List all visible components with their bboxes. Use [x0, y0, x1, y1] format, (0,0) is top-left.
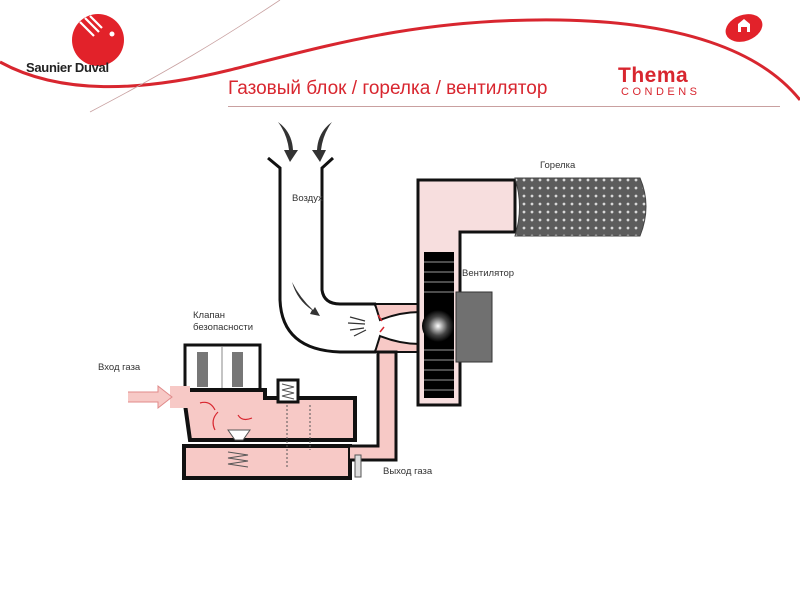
title-divider [228, 106, 780, 107]
label-gas-inlet: Вход газа [98, 362, 141, 373]
fan-motor [455, 291, 493, 363]
label-safety-valve-line1: Клапан [193, 310, 226, 321]
label-safety-valve-line2: безопасности [193, 322, 254, 333]
solenoid-coil [232, 352, 243, 387]
home-icon[interactable] [722, 9, 767, 46]
brand-name: Saunier Duval [26, 60, 109, 75]
gas-inlet-arrow [128, 384, 173, 410]
label-air: Воздух [292, 193, 323, 204]
label-fan: Вентилятор [462, 268, 515, 279]
valve-disc [227, 429, 251, 441]
venturi-mixer [373, 303, 421, 353]
product-logo-condens: CONDENS [621, 86, 701, 98]
burner-tube [514, 177, 647, 237]
product-logo-thema: Thema [618, 64, 689, 87]
air-flow-arrows [278, 122, 367, 337]
fan-impeller [422, 252, 454, 398]
gas-outlet-pipe [350, 350, 398, 462]
air-intake-duct [267, 156, 384, 354]
label-gas-outlet: Выход газа [383, 466, 433, 477]
gas-valve-block [170, 343, 357, 480]
label-burner: Горелка [540, 160, 576, 171]
page-title: Газовый блок / горелка / вентилятор [228, 78, 548, 99]
solenoid-coil [197, 352, 208, 387]
gas-outlet-test-nipple [354, 454, 362, 478]
